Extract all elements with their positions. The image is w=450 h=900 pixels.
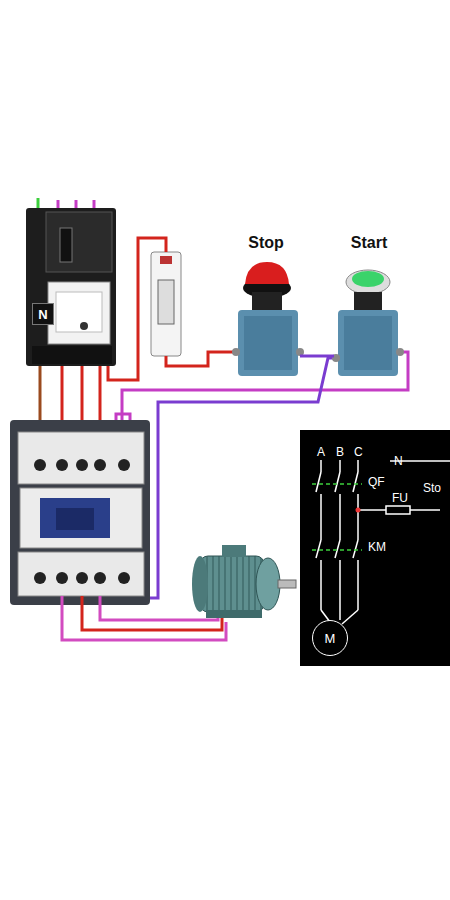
schematic-label: FU bbox=[392, 492, 408, 504]
node-text: M bbox=[325, 631, 336, 646]
schematic-label: KM bbox=[368, 541, 386, 553]
node-text: N bbox=[38, 307, 47, 322]
neutral-terminal: N bbox=[32, 303, 54, 325]
schematic-label: Sto bbox=[423, 482, 441, 494]
node-text: Stop bbox=[248, 234, 284, 252]
wire-connector bbox=[300, 356, 334, 357]
schematic-label: B bbox=[336, 446, 344, 458]
node-text: Start bbox=[351, 234, 387, 252]
schematic-label: N bbox=[394, 455, 403, 467]
stop-button: Stop bbox=[232, 234, 300, 380]
schematic-label: QF bbox=[368, 476, 385, 488]
schematic-label: A bbox=[317, 446, 325, 458]
schematic-label: C bbox=[354, 446, 363, 458]
motor-symbol: M bbox=[312, 620, 348, 656]
start-button: Start bbox=[334, 234, 404, 380]
